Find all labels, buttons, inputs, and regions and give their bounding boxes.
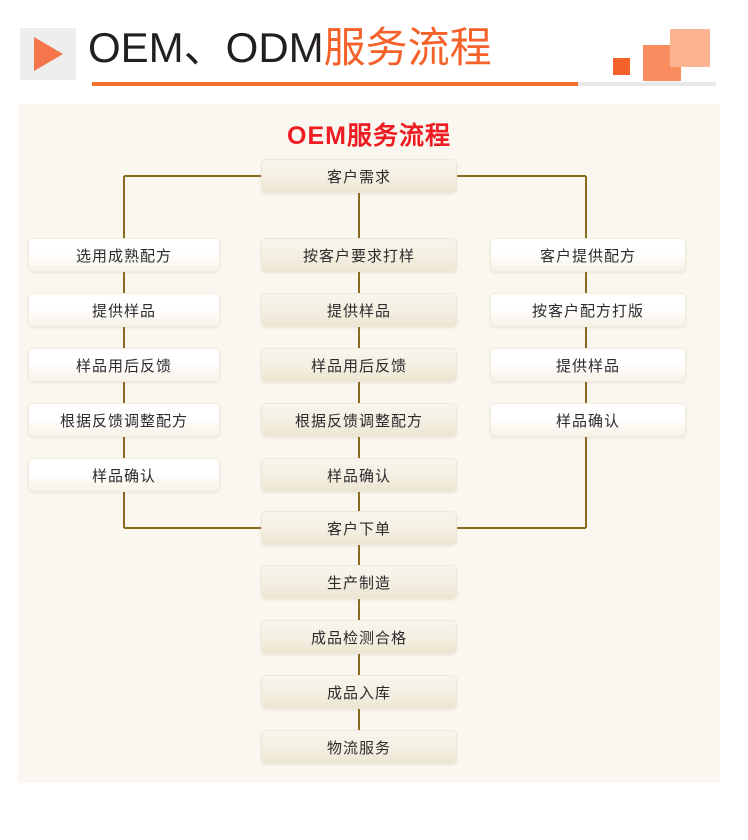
play-triangle-icon — [20, 28, 76, 80]
flow-node-right-1[interactable]: 客户提供配方 — [490, 238, 686, 272]
flow-node-right-4[interactable]: 样品确认 — [490, 403, 686, 437]
title-underline-accent — [92, 82, 578, 86]
flow-node-right-3[interactable]: 提供样品 — [490, 348, 686, 382]
flow-node-tail-3[interactable]: 成品入库 — [261, 675, 457, 709]
page-title-latin: OEM、ODM — [88, 24, 324, 71]
decor-square-large — [670, 29, 710, 67]
play-triangle-glyph — [34, 37, 63, 71]
flowchart-title: OEM服务流程 — [287, 122, 451, 150]
flow-node-right-2[interactable]: 按客户配方打版 — [490, 293, 686, 327]
flow-node-tail-2[interactable]: 成品检测合格 — [261, 620, 457, 654]
flow-node-left-1[interactable]: 选用成熟配方 — [28, 238, 220, 272]
flowchart-panel: OEM服务流程 — [18, 104, 720, 783]
flow-node-left-4[interactable]: 根据反馈调整配方 — [28, 403, 220, 437]
decor-square-small — [613, 58, 630, 75]
page-header: OEM、ODM服务流程 — [0, 0, 748, 100]
flow-node-left-3[interactable]: 样品用后反馈 — [28, 348, 220, 382]
page-title-cjk: 服务流程 — [323, 24, 492, 71]
flow-node-center-1[interactable]: 按客户要求打样 — [261, 238, 457, 272]
flow-node-center-2[interactable]: 提供样品 — [261, 293, 457, 327]
page-title: OEM、ODM服务流程 — [88, 22, 492, 74]
flow-node-merge[interactable]: 客户下单 — [261, 511, 457, 545]
flow-node-tail-1[interactable]: 生产制造 — [261, 565, 457, 599]
flow-node-center-4[interactable]: 根据反馈调整配方 — [261, 403, 457, 437]
flow-node-tail-4[interactable]: 物流服务 — [261, 730, 457, 764]
flow-node-left-2[interactable]: 提供样品 — [28, 293, 220, 327]
flow-node-left-5[interactable]: 样品确认 — [28, 458, 220, 492]
flow-node-center-3[interactable]: 样品用后反馈 — [261, 348, 457, 382]
flow-node-start[interactable]: 客户需求 — [261, 159, 457, 193]
flow-node-center-5[interactable]: 样品确认 — [261, 458, 457, 492]
